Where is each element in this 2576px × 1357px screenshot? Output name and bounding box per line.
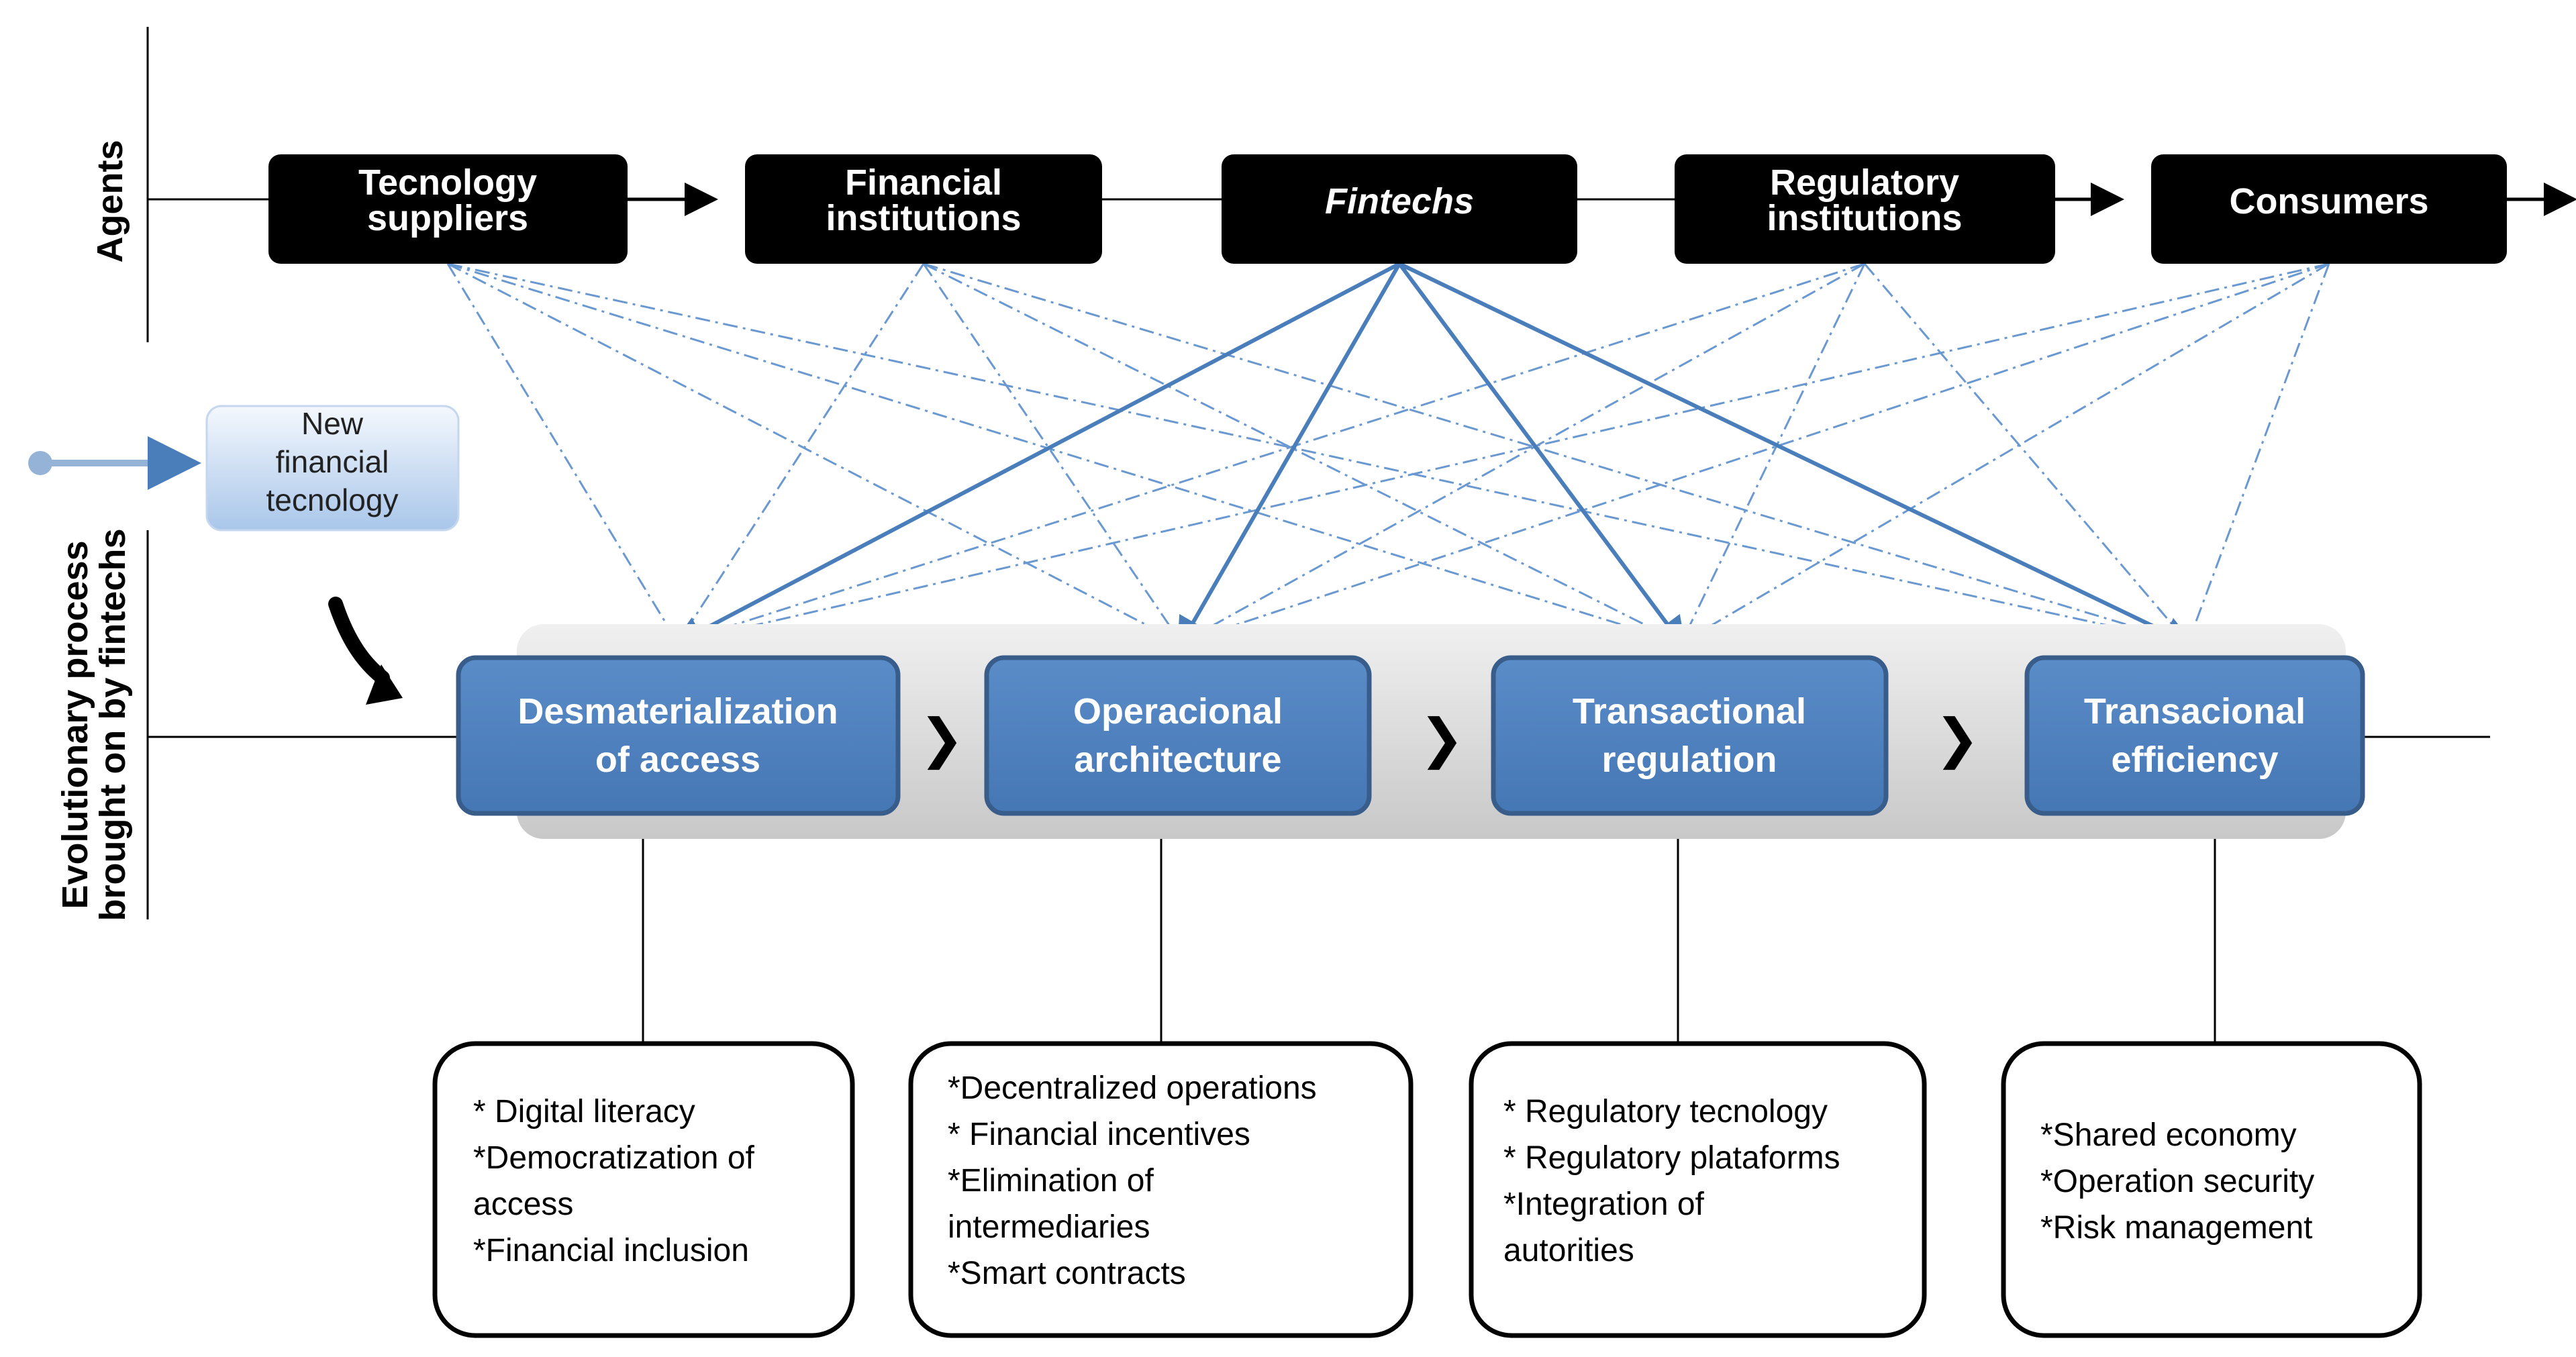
note-line: *Elimination of xyxy=(948,1163,1154,1199)
agent-label-line1: Financial xyxy=(845,162,1002,203)
note-line: * Regulatory plataforms xyxy=(1503,1140,1840,1176)
agent-fintechs: Fintechs xyxy=(1222,154,1577,264)
evolution-label-line2: brought on by fintechs xyxy=(93,529,133,921)
stage-label-line1: Desmaterialization xyxy=(517,691,838,732)
stage-label-line1: Transacional xyxy=(2084,691,2306,732)
agent-stage-connector xyxy=(1177,262,2330,647)
chevron-right-icon: ❯ xyxy=(919,709,964,770)
agent-stage-connector xyxy=(447,262,1685,648)
stage-desmaterialization-of-access: Desmaterialization of access xyxy=(456,655,901,816)
stage-label-line2: of access xyxy=(595,740,760,780)
agent-stage-connector xyxy=(674,262,1865,647)
note-line: *Shared economy xyxy=(2040,1117,2297,1153)
note-line: intermediaries xyxy=(948,1209,1150,1245)
note-box-efficiency xyxy=(2001,1041,2422,1338)
agent-stage-connector xyxy=(674,262,2330,648)
agent-stage-connector xyxy=(1679,263,1866,647)
note-box-architecture xyxy=(908,1041,1414,1338)
new-tech-line3: tecnology xyxy=(266,483,399,517)
agent-stage-connector xyxy=(923,262,2192,648)
agent-stage-connector xyxy=(1177,262,1401,650)
agent-stage-connector xyxy=(1177,262,1865,645)
agent-stage-connector xyxy=(675,263,925,647)
note-line: *Integration of xyxy=(1503,1187,1705,1222)
note-line: *Risk management xyxy=(2040,1210,2313,1246)
chevron-right-icon: ❯ xyxy=(1419,709,1464,770)
stage-label-line2: architecture xyxy=(1074,740,1281,780)
agent-regulatory-institutions: Regulatory institutions xyxy=(1675,154,2055,264)
dashed-connectors xyxy=(446,262,2330,648)
note-line: *Financial inclusion xyxy=(473,1233,749,1268)
note-line: autorities xyxy=(1503,1233,1634,1268)
agent-label-line1: Regulatory xyxy=(1770,162,1959,203)
agent-stage-connector xyxy=(1863,263,2191,646)
note-line: *Smart contracts xyxy=(948,1256,1186,1291)
agent-stage-connector xyxy=(2185,263,2330,647)
note-line: access xyxy=(473,1187,573,1222)
note-line: * Regulatory tecnology xyxy=(1503,1094,1828,1129)
agent-label-line1: Tecnology xyxy=(358,162,537,203)
stage-operacional-architecture: Operacional architecture xyxy=(984,655,1372,816)
process-band xyxy=(517,624,2346,839)
note-line: * Financial incentives xyxy=(948,1117,1250,1152)
stage-transacional-efficiency: Transacional efficiency xyxy=(2024,655,2365,816)
agent-technology-suppliers: Tecnology suppliers xyxy=(268,154,628,264)
new-tech-origin-dot xyxy=(28,451,52,475)
note-line: * Digital literacy xyxy=(473,1094,695,1129)
agent-stage-connector xyxy=(446,263,681,647)
evolution-label-line1: Evolutionary process xyxy=(55,540,95,909)
new-tech-line2: financial xyxy=(276,444,389,479)
stage-label-line1: Transactional xyxy=(1573,691,1806,732)
agent-financial-institutions: Financial institutions xyxy=(745,154,1102,264)
agent-stage-connector xyxy=(923,262,1685,645)
agent-stage-connector xyxy=(671,262,1401,647)
new-financial-technology-box: New financial tecnology xyxy=(205,405,460,532)
note-box-access xyxy=(432,1041,855,1338)
agent-label-line2: suppliers xyxy=(367,198,528,238)
agent-stage-connector xyxy=(1397,262,1687,650)
stage-label-line1: Operacional xyxy=(1073,691,1283,732)
agent-label-line1: Consumers xyxy=(2229,181,2428,221)
new-tech-line1: New xyxy=(301,406,364,441)
note-box-regulation xyxy=(1469,1041,1927,1338)
note-line: *Democratization of xyxy=(473,1140,755,1176)
stage-label-line2: regulation xyxy=(1601,740,1777,780)
chevron-right-icon: ❯ xyxy=(1934,709,1979,770)
fintech-solid-connectors xyxy=(671,262,2195,650)
agent-stage-connector xyxy=(1398,262,2195,648)
note-line: *Decentralized operations xyxy=(948,1070,1317,1106)
agent-stage-connector xyxy=(447,262,1185,645)
agent-stage-connector xyxy=(922,263,1184,646)
curved-arrow-head xyxy=(366,664,403,705)
stage-label-line2: efficiency xyxy=(2111,740,2278,780)
agent-label-line2: institutions xyxy=(826,198,1022,238)
agent-stage-connector xyxy=(1677,262,2330,646)
note-line: *Operation security xyxy=(2040,1164,2314,1199)
curved-arrow-icon xyxy=(328,597,390,685)
agent-label-line2: institutions xyxy=(1767,198,1963,238)
stage-transactional-regulation: Transactional regulation xyxy=(1491,655,1889,816)
agent-consumers: Consumers xyxy=(2151,154,2507,264)
agents-label: Agents xyxy=(90,140,130,262)
agent-label-line1: Fintechs xyxy=(1325,181,1474,221)
agent-stage-connector xyxy=(447,262,2192,648)
notes-text-layer: * Digital literacy *Democratization of acc… xyxy=(473,1070,2314,1291)
